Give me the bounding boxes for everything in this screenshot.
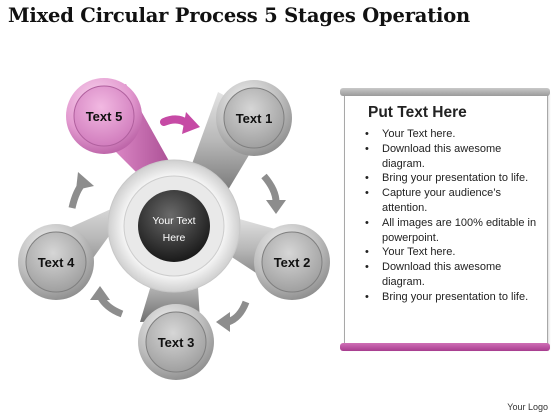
bullet-item: Capture your audience’s attention. (360, 186, 540, 216)
bullet-item: Download this awesome diagram. (360, 142, 540, 172)
page-title: Mixed Circular Process 5 Stages Operatio… (8, 4, 470, 27)
stage-label-2: Text 2 (274, 255, 311, 270)
flow-arrow-5-to-1 (160, 112, 200, 134)
panel-bottom-bar (340, 343, 550, 351)
bullet-item: Your Text here. (360, 127, 540, 142)
panel-bullet-list: Your Text here. Download this awesome di… (360, 127, 540, 305)
flow-arrow-2-to-3 (216, 300, 250, 332)
stage-label-4: Text 4 (38, 255, 75, 270)
stage-label-5: Text 5 (86, 109, 123, 124)
center-hub: Your Text Here (107, 159, 241, 293)
stage-label-3: Text 3 (158, 335, 195, 350)
stage-node-1: Text 1 (216, 80, 292, 156)
stage-label-1: Text 1 (236, 111, 273, 126)
bullet-item: Download this awesome diagram. (360, 260, 540, 290)
stage-node-5: Text 5 (66, 78, 142, 154)
logo-text: Your Logo (507, 402, 548, 412)
hub-label-line-2: Here (163, 232, 186, 244)
flow-arrow-3-to-4 (90, 286, 124, 318)
panel-top-bar (340, 88, 550, 96)
panel-heading: Put Text Here (368, 104, 467, 121)
stage-node-4: Text 4 (18, 224, 94, 300)
hub-label-line-1: Your Text (152, 215, 195, 227)
bullet-item: Your Text here. (360, 245, 540, 260)
stage-node-3: Text 3 (138, 304, 214, 380)
bullet-item: Bring your presentation to life. (360, 171, 540, 186)
bullet-item: Bring your presentation to life. (360, 290, 540, 305)
flow-arrow-1-to-2 (261, 173, 286, 214)
stage-node-2: Text 2 (254, 224, 330, 300)
bullet-item: All images are 100% editable in powerpoi… (360, 216, 540, 246)
flow-arrow-4-to-5 (68, 172, 94, 209)
